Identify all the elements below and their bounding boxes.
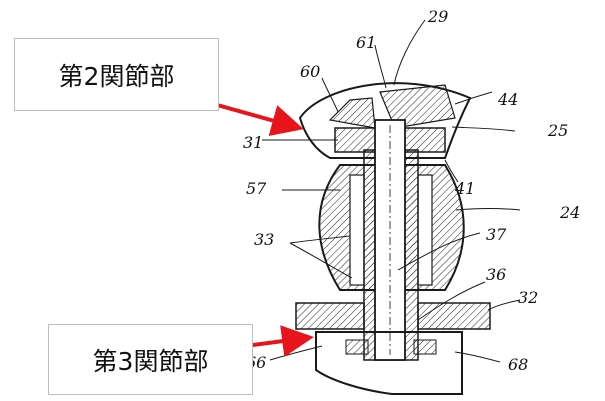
dome-housing <box>298 82 472 159</box>
ref-57: 57 <box>246 179 267 198</box>
ref-31: 31 <box>243 133 263 152</box>
ref-60: 60 <box>300 62 320 81</box>
flange-right <box>417 302 491 330</box>
flange-left <box>295 302 365 330</box>
joint2-label: 第2関節部 <box>14 38 219 111</box>
ref-37: 37 <box>486 225 507 244</box>
joint3-label: 第3関節部 <box>48 324 253 395</box>
ref-29: 29 <box>427 7 448 26</box>
ref-61: 61 <box>356 33 376 52</box>
joint2-arrow <box>209 101 304 136</box>
lower-nut-right <box>413 339 437 355</box>
ref-32: 32 <box>518 288 538 307</box>
bevel-gear <box>328 84 456 129</box>
ref-68: 68 <box>508 355 528 374</box>
ref-44: 44 <box>497 90 518 109</box>
ref-24: 24 <box>559 203 580 222</box>
ref-36: 36 <box>486 265 506 284</box>
lower-housing <box>315 331 463 395</box>
ref-41: 41 <box>454 179 475 198</box>
ref-25: 25 <box>547 121 568 140</box>
lower-nut-left <box>345 339 369 355</box>
bearing-right <box>417 174 433 286</box>
bearing-left <box>349 174 365 286</box>
leader-lines <box>262 19 521 363</box>
ref-33: 33 <box>254 230 274 249</box>
